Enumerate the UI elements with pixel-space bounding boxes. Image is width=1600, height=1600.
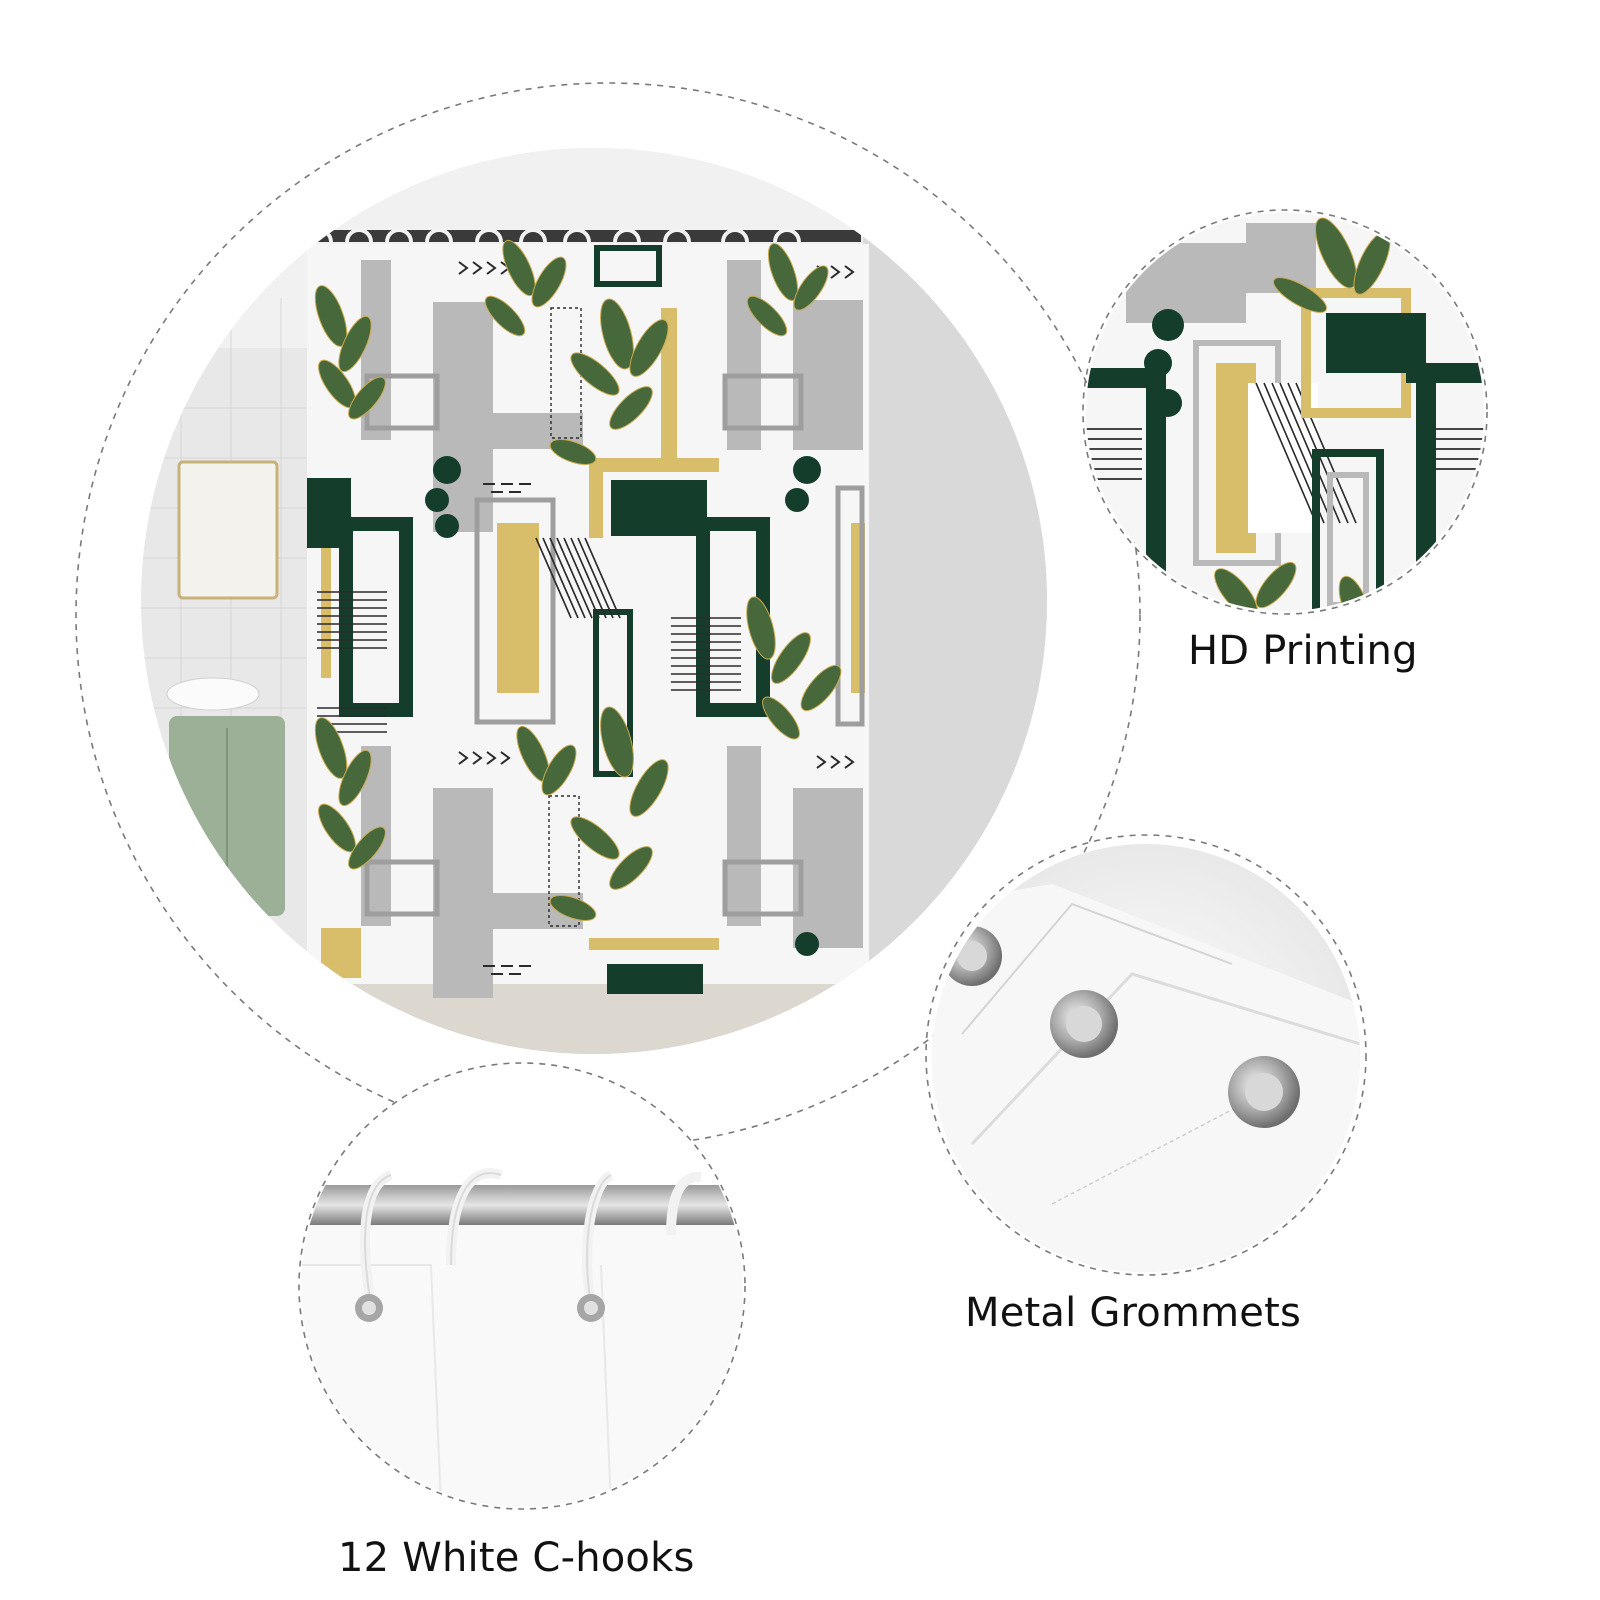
metal-grommets-closeup <box>932 844 1360 1272</box>
metal-grommets-label: Metal Grommets <box>965 1290 1302 1336</box>
main-curtain-photo <box>141 148 1047 1054</box>
hd-printing-label: HD Printing <box>1188 628 1418 674</box>
c-hooks-label: 12 White C-hooks <box>338 1535 695 1581</box>
c-hooks-closeup <box>301 1065 743 1507</box>
hd-printing-closeup <box>1086 213 1484 611</box>
